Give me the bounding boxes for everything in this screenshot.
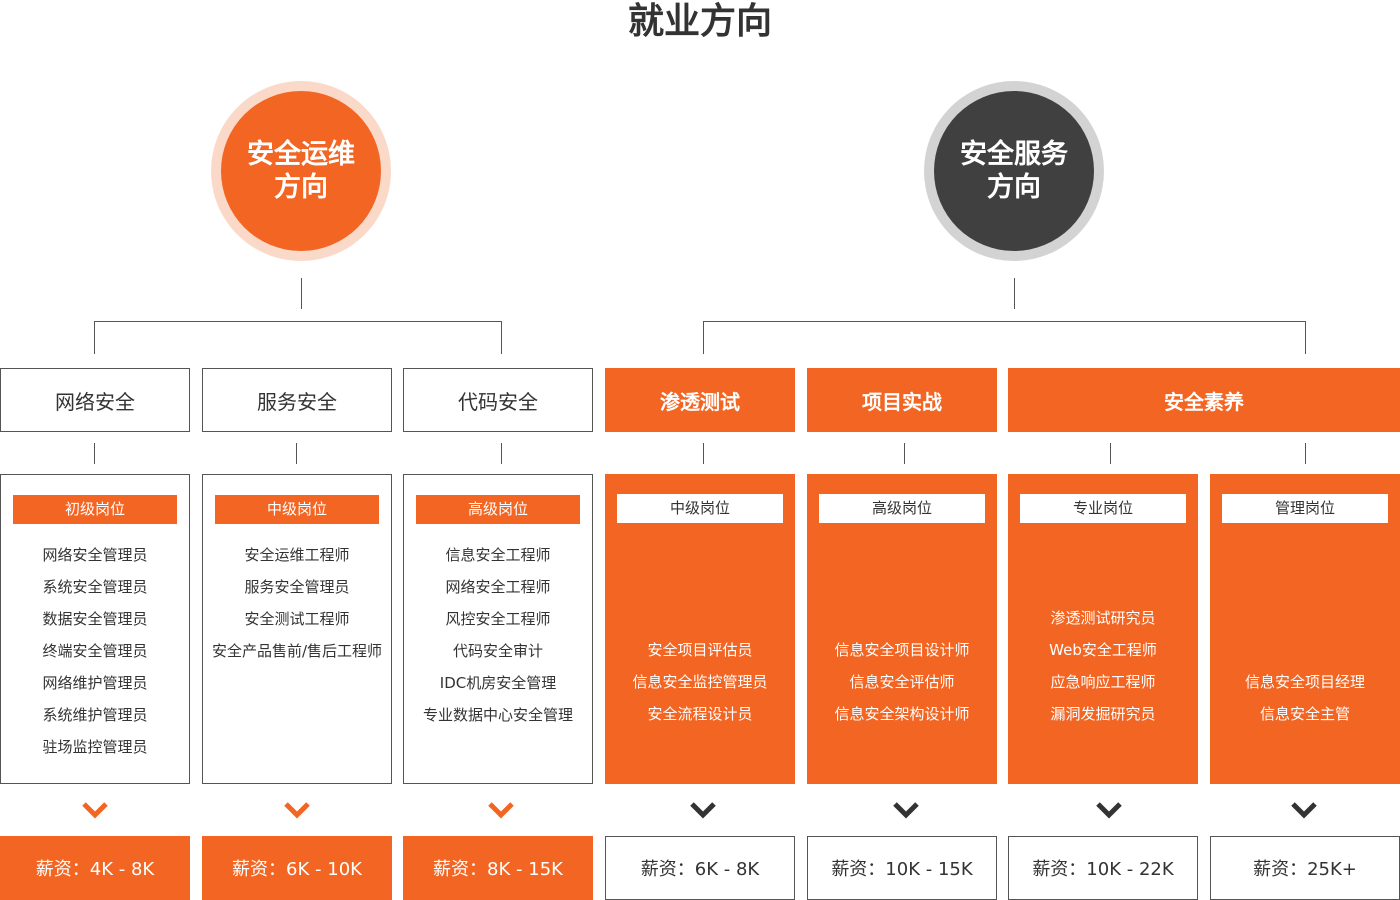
card-badge: 高级岗位 [819,494,985,523]
card-badge: 管理岗位 [1222,494,1388,523]
category-service-security: 服务安全 [202,368,392,432]
connector-line [703,321,704,354]
job-card-intermediate: 中级岗位 安全运维工程师 服务安全管理员 安全测试工程师 安全产品售前/售后工程… [202,474,392,784]
ops-direction-circle: 安全运维 方向 [211,81,391,261]
card-badge: 中级岗位 [617,494,783,523]
job-title: 系统维护管理员 [42,706,148,724]
connector-line [703,321,1306,322]
service-direction-line2: 方向 [987,172,1041,203]
connector-line [1305,443,1306,464]
salary-project: 薪资：10K - 15K [807,836,997,900]
job-title: 网络安全工程师 [445,578,551,596]
chevron-down-icon [82,802,108,819]
job-title: 安全项目评估员 [647,641,753,659]
connector-line [904,443,905,464]
job-card-senior: 高级岗位 信息安全工程师 网络安全工程师 风控安全工程师 代码安全审计 IDC机… [403,474,593,784]
connector-line [501,443,502,464]
ops-direction-line1: 安全运维 [247,139,355,170]
chevron-down-icon [284,802,310,819]
job-title: Web安全工程师 [1049,641,1157,659]
salary-pentest: 薪资：6K - 8K [605,836,795,900]
chevron-down-icon [488,802,514,819]
job-title: 安全测试工程师 [244,610,350,628]
card-badge: 专业岗位 [1020,494,1186,523]
connector-line [1305,321,1306,354]
salary-professional: 薪资：10K - 22K [1008,836,1198,900]
salary-management: 薪资：25K+ [1210,836,1400,900]
category-project-practice: 项目实战 [807,368,997,432]
job-title: 信息安全工程师 [445,546,551,564]
job-title: 系统安全管理员 [42,578,148,596]
job-title: 网络维护管理员 [42,674,148,692]
chevron-down-icon [1096,802,1122,819]
job-title: IDC机房安全管理 [439,674,557,692]
job-card-junior: 初级岗位 网络安全管理员 系统安全管理员 数据安全管理员 终端安全管理员 网络维… [0,474,190,784]
job-title: 终端安全管理员 [42,642,148,660]
service-direction-circle: 安全服务 方向 [924,81,1104,261]
connector-line [296,443,297,464]
job-title: 网络安全管理员 [42,546,148,564]
job-card-pentest: 中级岗位 安全项目评估员 信息安全监控管理员 安全流程设计员 [605,474,795,784]
job-title: 漏洞发掘研究员 [1050,705,1156,723]
salary-senior: 薪资：8K - 15K [403,836,593,900]
job-title: 服务安全管理员 [244,578,350,596]
category-penetration-testing: 渗透测试 [605,368,795,432]
job-title: 安全运维工程师 [244,546,350,564]
job-title: 信息安全主管 [1259,705,1350,723]
job-card-management: 管理岗位 信息安全项目经理 信息安全主管 [1210,474,1400,784]
chevron-down-icon [1291,802,1317,819]
connector-line [1110,443,1111,464]
page-title: 就业方向 [627,1,772,42]
chevron-down-icon [893,802,919,819]
salary-junior: 薪资：4K - 8K [0,836,190,900]
connector-line [1014,278,1015,309]
ops-direction-line2: 方向 [274,172,328,203]
job-card-professional: 专业岗位 渗透测试研究员 Web安全工程师 应急响应工程师 漏洞发掘研究员 [1008,474,1198,784]
job-title: 安全产品售前/售后工程师 [211,642,383,660]
connector-line [94,443,95,464]
connector-line [301,278,302,309]
card-badge: 中级岗位 [215,495,379,524]
job-card-project: 高级岗位 信息安全项目设计师 信息安全评估师 信息安全架构设计师 [807,474,997,784]
chevron-down-icon [690,802,716,819]
service-direction-line1: 安全服务 [960,139,1068,170]
connector-line [94,321,502,322]
job-title: 安全流程设计员 [647,705,753,723]
job-title: 信息安全架构设计师 [834,705,970,723]
job-title: 应急响应工程师 [1050,673,1156,691]
connector-line [94,321,95,354]
job-title: 风控安全工程师 [445,610,551,628]
card-badge: 高级岗位 [416,495,580,524]
job-title: 渗透测试研究员 [1050,609,1156,627]
connector-line [703,443,704,464]
job-title: 数据安全管理员 [42,610,148,628]
job-title: 信息安全项目经理 [1244,673,1365,691]
job-title: 信息安全评估师 [849,673,955,691]
category-network-security: 网络安全 [0,368,190,432]
job-title: 驻场监控管理员 [42,738,148,756]
job-title: 信息安全监控管理员 [632,673,768,691]
salary-intermediate: 薪资：6K - 10K [202,836,392,900]
job-title: 专业数据中心安全管理 [422,706,573,724]
job-title: 信息安全项目设计师 [834,641,970,659]
card-badge: 初级岗位 [13,495,177,524]
category-code-security: 代码安全 [403,368,593,432]
connector-line [501,321,502,354]
job-title: 代码安全审计 [452,642,543,660]
category-security-literacy: 安全素养 [1008,368,1400,432]
